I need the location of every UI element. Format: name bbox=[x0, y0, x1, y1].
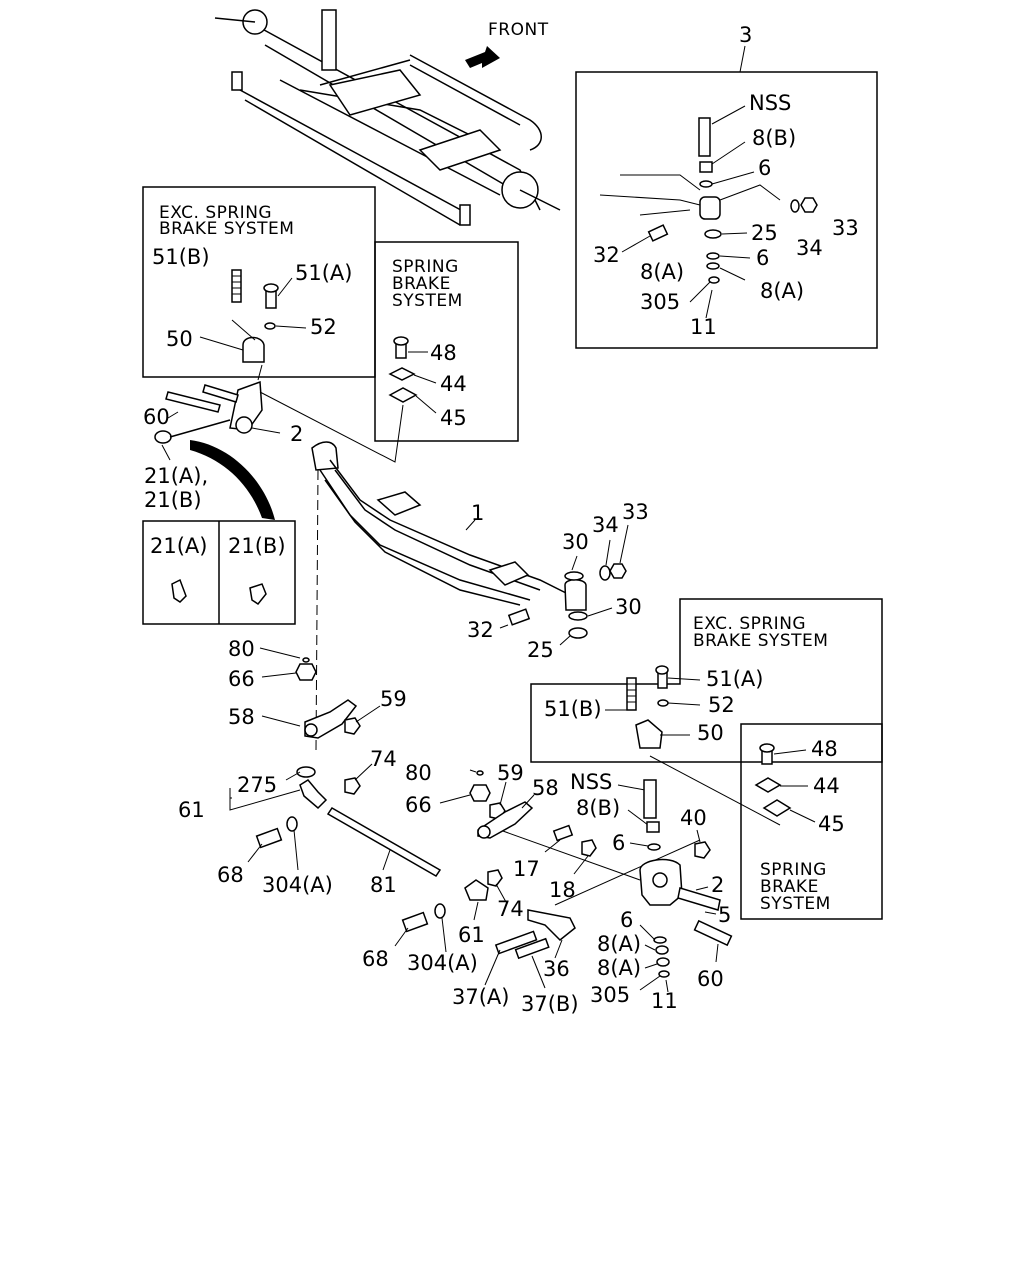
callout-52-left: 52 bbox=[310, 315, 337, 339]
callout-80b: 80 bbox=[405, 761, 432, 785]
exc-spring-box-right bbox=[530, 598, 883, 763]
callout-61b: 61 bbox=[458, 923, 485, 947]
callout-nss-top: NSS bbox=[749, 91, 791, 115]
callout-81: 81 bbox=[370, 873, 397, 897]
callout-45-right: 45 bbox=[818, 812, 845, 836]
callout-275: 275 bbox=[237, 773, 277, 797]
callout-34-mid: 34 bbox=[592, 513, 619, 537]
callout-50-right: 50 bbox=[697, 721, 724, 745]
callout-33-mid: 33 bbox=[622, 500, 649, 524]
callout-21ab-line2: 21(B) bbox=[144, 488, 202, 512]
callout-6b-top: 6 bbox=[756, 246, 769, 270]
callout-25-mid: 25 bbox=[527, 638, 554, 662]
callout-6-top: 6 bbox=[758, 156, 771, 180]
exc-spring-right-line1: EXC. SPRING bbox=[693, 614, 806, 634]
callout-34-top: 34 bbox=[796, 236, 823, 260]
callout-51b-right: 51(B) bbox=[544, 697, 602, 721]
callout-51a-left: 51(A) bbox=[295, 261, 352, 285]
front-arrow-icon bbox=[465, 46, 500, 68]
callout-33-top: 33 bbox=[832, 216, 859, 240]
spring-brake-box-right bbox=[740, 723, 883, 920]
axle-beam bbox=[311, 441, 587, 611]
fitting-b-label: 21(B) bbox=[228, 534, 286, 558]
callout-44-right: 44 bbox=[813, 774, 840, 798]
callout-30b: 30 bbox=[615, 595, 642, 619]
callout-25-top: 25 bbox=[751, 221, 778, 245]
callout-59a: 59 bbox=[380, 687, 407, 711]
callout-58b: 58 bbox=[532, 776, 559, 800]
callout-58a: 58 bbox=[228, 705, 255, 729]
callout-21ab-line1: 21(A), bbox=[144, 464, 208, 488]
callout-80a: 80 bbox=[228, 637, 255, 661]
callout-18: 18 bbox=[549, 878, 576, 902]
callout-304b: 304(A) bbox=[407, 951, 478, 975]
spring-left-line1: SPRING bbox=[392, 257, 459, 277]
callout-2-right: 2 bbox=[711, 873, 724, 897]
callout-8a-low: 8(A) bbox=[597, 932, 641, 956]
front-label: FRONT bbox=[488, 20, 549, 40]
callout-60-left: 60 bbox=[143, 405, 170, 429]
callout-5: 5 bbox=[718, 903, 731, 927]
exc-spring-left-line1: EXC. SPRING bbox=[159, 203, 272, 223]
callout-30a: 30 bbox=[562, 530, 589, 554]
callout-6-mid: 6 bbox=[612, 831, 625, 855]
callout-8b-mid: 8(B) bbox=[576, 796, 620, 820]
callout-51a-right: 51(A) bbox=[706, 667, 763, 691]
callout-48-right: 48 bbox=[811, 737, 838, 761]
callout-40: 40 bbox=[680, 806, 707, 830]
callout-66a: 66 bbox=[228, 667, 255, 691]
callout-74b: 74 bbox=[497, 897, 524, 921]
callout-37b: 37(B) bbox=[521, 992, 579, 1016]
spring-right-line2: BRAKE bbox=[760, 877, 819, 897]
callout-68b: 68 bbox=[362, 947, 389, 971]
callout-48-left: 48 bbox=[430, 341, 457, 365]
callout-304a: 304(A) bbox=[262, 873, 333, 897]
callout-1: 1 bbox=[471, 501, 484, 525]
callout-68a: 68 bbox=[217, 863, 244, 887]
callout-8a2-top: 8(A) bbox=[760, 279, 804, 303]
callout-8a2-low: 8(A) bbox=[597, 956, 641, 980]
spring-right-line1: SPRING bbox=[760, 860, 827, 880]
callout-32-mid: 32 bbox=[467, 618, 494, 642]
detail-box-3 bbox=[575, 71, 878, 349]
callout-305-low: 305 bbox=[590, 983, 630, 1007]
callout-3: 3 bbox=[739, 23, 752, 47]
callout-37a: 37(A) bbox=[452, 985, 509, 1009]
fitting-a-label: 21(A) bbox=[150, 534, 207, 558]
curved-arrow-icon bbox=[190, 440, 275, 520]
callout-32-top: 32 bbox=[593, 243, 620, 267]
callout-8b-top: 8(B) bbox=[752, 126, 796, 150]
callout-61a: 61 bbox=[178, 798, 205, 822]
callout-36: 36 bbox=[543, 957, 570, 981]
callout-74a: 74 bbox=[370, 747, 397, 771]
spring-left-line3: SYSTEM bbox=[392, 291, 463, 311]
callout-60-right: 60 bbox=[697, 967, 724, 991]
callout-59b: 59 bbox=[497, 761, 524, 785]
callout-51b-left: 51(B) bbox=[152, 245, 210, 269]
callout-nss-mid: NSS bbox=[570, 770, 612, 794]
callout-305-top: 305 bbox=[640, 290, 680, 314]
callout-50-left: 50 bbox=[166, 327, 193, 351]
callout-2-left: 2 bbox=[290, 422, 303, 446]
axle-assembly-overview bbox=[214, 9, 561, 226]
callout-52-right: 52 bbox=[708, 693, 735, 717]
callout-45-left: 45 bbox=[440, 406, 467, 430]
spring-brake-box-left bbox=[374, 241, 519, 442]
exc-spring-left-line2: BRAKE SYSTEM bbox=[159, 219, 294, 239]
exc-spring-right-line2: BRAKE SYSTEM bbox=[693, 631, 828, 651]
spring-right-line3: SYSTEM bbox=[760, 894, 831, 914]
callout-44-left: 44 bbox=[440, 372, 467, 396]
callout-8a-top: 8(A) bbox=[640, 260, 684, 284]
callout-6-low: 6 bbox=[620, 908, 633, 932]
callout-17: 17 bbox=[513, 857, 540, 881]
spring-left-line2: BRAKE bbox=[392, 274, 451, 294]
callout-11-top: 11 bbox=[690, 315, 717, 339]
callout-11-low: 11 bbox=[651, 989, 678, 1013]
callout-66b: 66 bbox=[405, 793, 432, 817]
